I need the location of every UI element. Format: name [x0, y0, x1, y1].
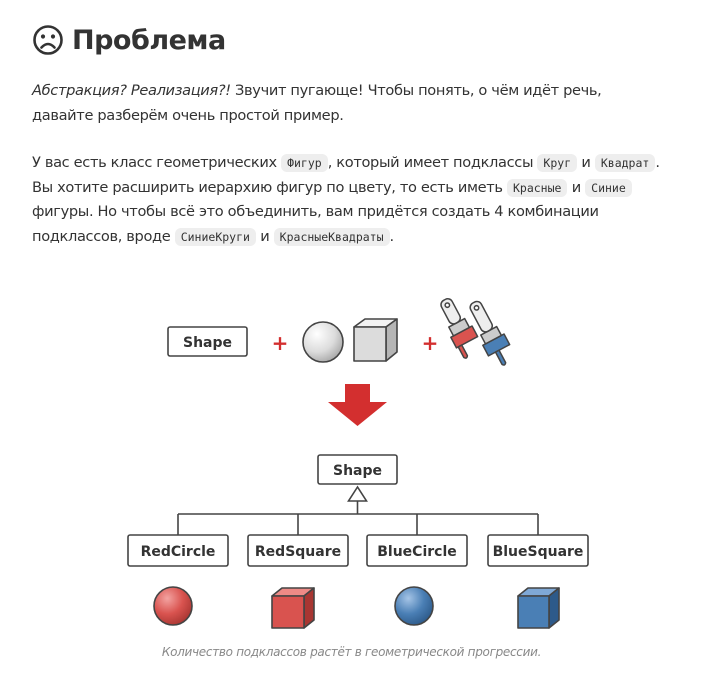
text-segment: фигуры. Но чтобы всё это объединить, вам… — [32, 203, 599, 245]
plus-sign-1: + — [272, 331, 289, 355]
intro-paragraph: Абстракция? Реализация?! Звучит пугающе!… — [32, 79, 662, 128]
down-arrow-icon — [328, 384, 387, 426]
shape-box-top: Shape — [167, 326, 248, 357]
blue-paint-brush-icon — [469, 300, 511, 366]
code-circle: Круг — [537, 154, 578, 172]
subclass-label: RedSquare — [255, 544, 341, 560]
subclass-box-blue-circle: BlueCircle — [366, 534, 468, 567]
code-blue-circles: СиниеКруги — [174, 227, 256, 246]
code-square: Квадрат — [594, 154, 656, 172]
text-segment: и — [255, 227, 274, 245]
section-heading: Проблема — [32, 16, 226, 64]
page-title: Проблема — [72, 24, 226, 56]
code-blue: Синие — [585, 178, 632, 197]
shape-box-top-label: Shape — [183, 335, 232, 351]
intro-emphasis: Абстракция? Реализация?! — [32, 82, 231, 99]
grey-cube-icon — [353, 318, 398, 362]
red-sphere-icon — [153, 586, 193, 626]
grey-sphere-icon — [302, 321, 344, 363]
text-segment: и — [567, 178, 586, 196]
text-segment: . — [389, 227, 395, 245]
body-paragraph: У вас есть класс геометрических Фигур, к… — [32, 151, 662, 249]
subclass-label: RedCircle — [141, 544, 216, 560]
red-paint-brush-icon — [440, 298, 479, 359]
text-segment: У вас есть класс геометрических — [32, 154, 282, 171]
text-segment: , который имеет подклассы — [327, 154, 538, 171]
sad-face-icon — [32, 24, 64, 56]
code-red-squares: КрасныеКвадраты — [273, 227, 390, 246]
figure-caption: Количество подклассов растёт в геометрич… — [161, 645, 542, 659]
blue-cube-icon — [517, 587, 560, 629]
subclass-label: BlueCircle — [377, 544, 457, 560]
shape-box-root: Shape — [317, 454, 398, 485]
code-red: Красные — [506, 178, 568, 197]
code-shapes: Фигур — [281, 154, 328, 172]
subclass-box-red-square: RedSquare — [247, 534, 349, 567]
text-segment: и — [577, 154, 595, 171]
plus-sign-2: + — [422, 331, 439, 355]
inheritance-arrow — [177, 485, 539, 535]
blue-sphere-icon — [394, 586, 434, 626]
subclass-box-blue-square: BlueSquare — [487, 534, 589, 567]
subclass-box-red-circle: RedCircle — [127, 534, 229, 567]
text-segment: . Вы хотите расширить иерархию фигур по … — [32, 154, 660, 196]
shape-box-root-label: Shape — [333, 463, 382, 479]
intro-text: Звучит пугающе! Чтобы понять, о чём идёт… — [32, 82, 602, 124]
red-cube-icon — [271, 587, 315, 629]
subclass-label: BlueSquare — [493, 544, 584, 560]
